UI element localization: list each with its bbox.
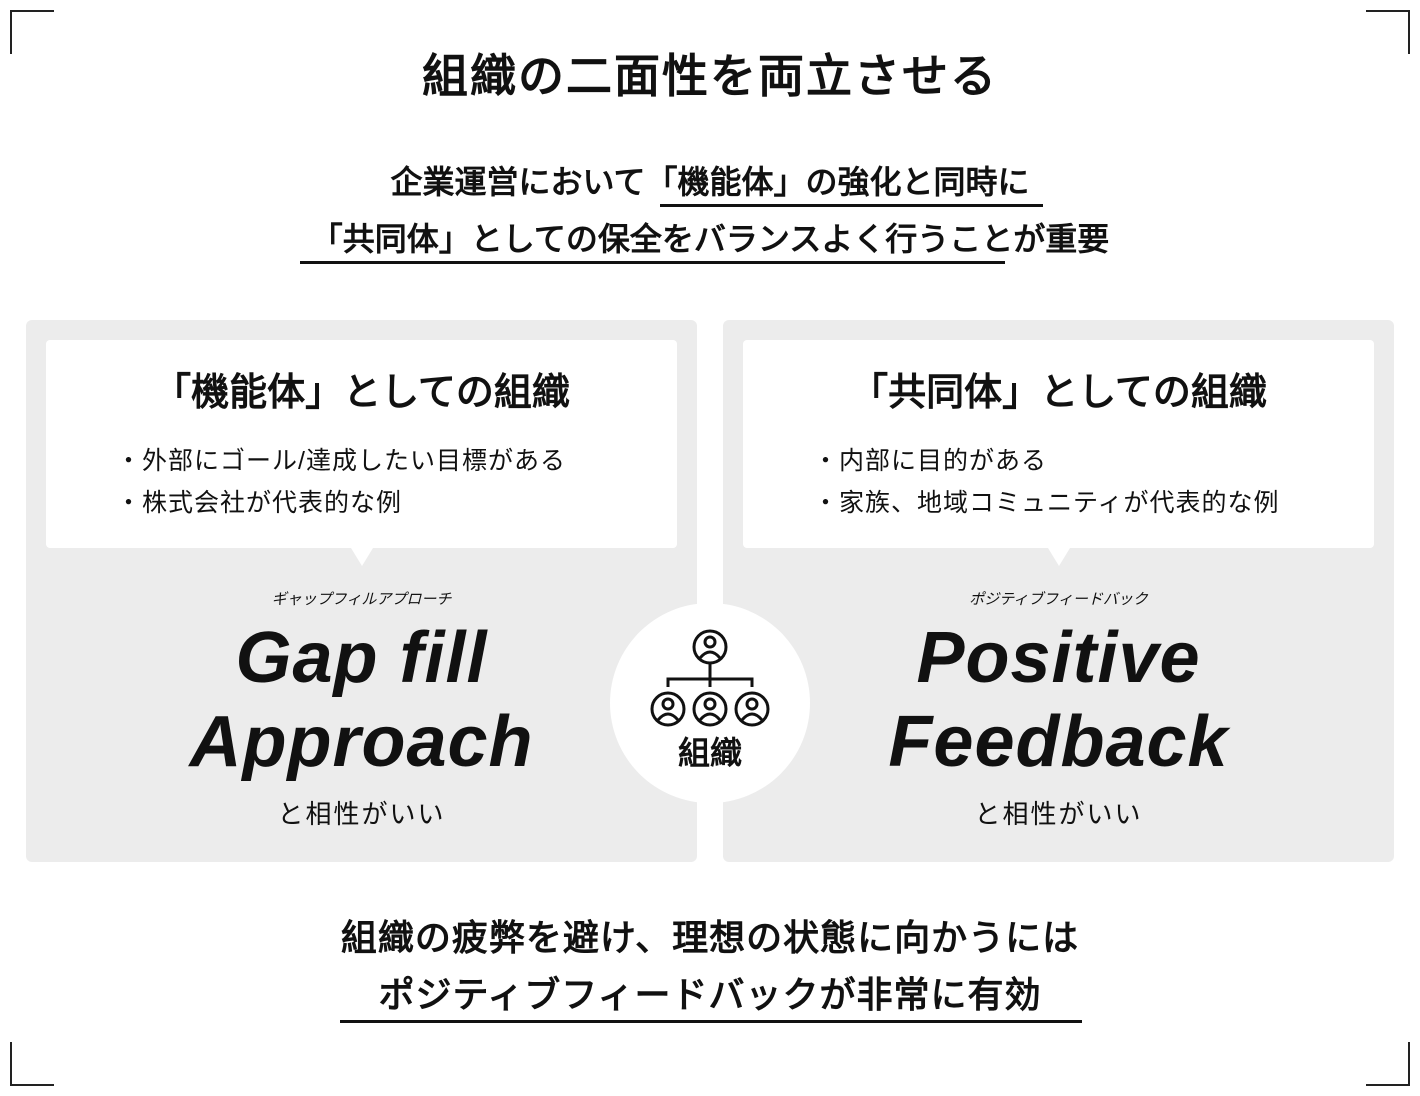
approach-line-1: Gap fill [235,618,488,698]
speech-bubble: 「共同体」としての組織 内部に目的がある 家族、地域コミュニティが代表的な例 [743,340,1374,566]
approach-line-2: Feedback [888,702,1229,782]
ruby-text: ギャップフィルアプローチ [271,591,452,608]
bullet-item: 外部にゴール/達成したい目標がある [116,440,566,482]
affinity-text: と相性がいい [277,799,446,829]
corner-bracket [1366,1042,1410,1086]
org-chart-icon [650,629,770,727]
corner-bracket [10,10,54,54]
underline [300,261,1005,264]
lead-line-1: 企業運営において「機能体」の強化と同時に [390,164,1030,200]
speech-bubble: 「機能体」としての組織 外部にゴール/達成したい目標がある 株式会社が代表的な例 [46,340,677,566]
organization-label: 組織 [677,735,742,771]
conclusion-line-1: 組織の疲弊を避け、理想の状態に向かうには [340,917,1080,958]
community-org-panel: 「共同体」としての組織 内部に目的がある 家族、地域コミュニティが代表的な例 ポ… [723,320,1394,862]
conclusion-line-2: ポジティブフィードバックが非常に有効 [378,974,1042,1015]
page-title: 組織の二面性を両立させる [422,50,998,102]
underline [660,204,1043,207]
bullet-item: 内部に目的がある [813,440,1280,482]
affinity-text: と相性がいい [974,799,1143,829]
approach-name: Gap fill Approach [26,616,697,784]
bullet-item: 株式会社が代表的な例 [116,482,566,524]
approach-line-1: Positive [916,618,1201,698]
lead-line-2: 「共同体」としての保全をバランスよく行うことが重要 [310,221,1110,257]
organization-circle: 組織 [610,603,810,803]
bullet-list: 内部に目的がある 家族、地域コミュニティが代表的な例 [813,440,1280,524]
approach-name: Positive Feedback [723,616,1394,784]
ruby-text: ポジティブフィードバック [969,591,1148,608]
corner-bracket [10,1042,54,1086]
panel-heading: 「共同体」としての組織 [850,372,1267,414]
functional-org-panel: 「機能体」としての組織 外部にゴール/達成したい目標がある 株式会社が代表的な例… [26,320,697,862]
bullet-list: 外部にゴール/達成したい目標がある 株式会社が代表的な例 [116,440,566,524]
panel-heading: 「機能体」としての組織 [153,372,570,414]
corner-bracket [1366,10,1410,54]
underline [340,1020,1082,1023]
bullet-item: 家族、地域コミュニティが代表的な例 [813,482,1280,524]
approach-line-2: Approach [189,702,534,782]
